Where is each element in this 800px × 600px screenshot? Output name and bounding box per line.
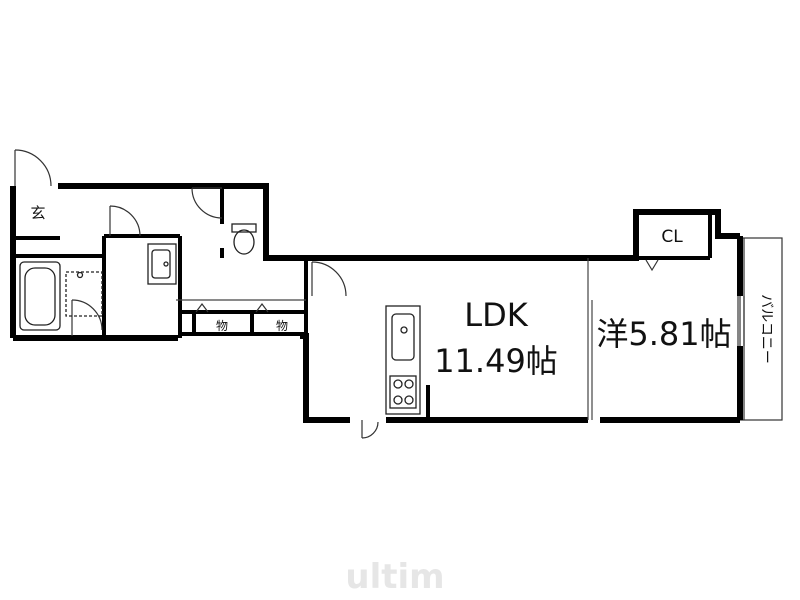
door-swings xyxy=(14,149,745,439)
interior-walls xyxy=(13,186,712,420)
partitions xyxy=(176,258,593,420)
closet-label: CL xyxy=(661,227,683,247)
ldk-label: LDK xyxy=(464,296,528,334)
western-room-label: 洋5.81帖 xyxy=(596,315,731,353)
entrance-label: 玄 xyxy=(30,204,45,222)
washbasin xyxy=(147,243,177,285)
bathtub xyxy=(19,261,103,331)
storage-label-1: 物 xyxy=(216,319,228,333)
watermark-text: ultim xyxy=(345,557,444,597)
ldk-size-label: 11.49帖 xyxy=(434,342,558,380)
toilet xyxy=(231,223,257,255)
exterior-walls xyxy=(10,183,743,423)
kitchen xyxy=(385,305,421,415)
storage-label-2: 物 xyxy=(276,319,288,333)
balcony-label: バルコニー xyxy=(758,294,774,364)
